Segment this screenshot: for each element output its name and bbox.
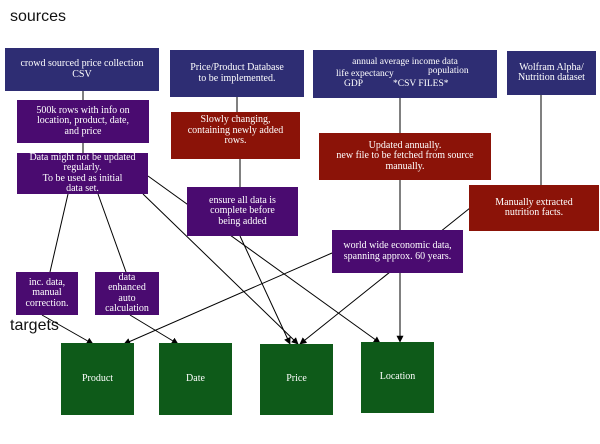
crowd-line-2: CSV bbox=[72, 68, 92, 80]
updated-line-2: new file to be fetched from source bbox=[336, 150, 474, 162]
edge-incdata-product bbox=[41, 314, 94, 345]
note-500k-rows: 500k rows with info on location, product… bbox=[17, 100, 149, 143]
target-product: Product bbox=[61, 343, 134, 415]
targets-heading: targets bbox=[10, 317, 59, 334]
source-crowd-sourced-price-collection: crowd sourced price collection CSV bbox=[5, 48, 159, 91]
note-world-wide-economic-data: world wide economic data, spanning appro… bbox=[332, 230, 463, 273]
updated-line-1: Updated annually. bbox=[368, 139, 442, 151]
income-population: population bbox=[428, 65, 469, 76]
incdata-line-2: manual bbox=[32, 287, 62, 299]
notupdated-line-4: data set. bbox=[66, 183, 99, 194]
notupdated-line-3: To be used as initial bbox=[42, 172, 123, 184]
enhanced-line-2: enhanced bbox=[108, 282, 146, 293]
pricedb-line-2: to be implemented. bbox=[198, 72, 276, 84]
process-slowly-changing: Slowly changing, containing newly added … bbox=[171, 112, 300, 159]
slowly-line-2: containing newly added bbox=[187, 124, 284, 136]
ensure-line-2: complete before bbox=[210, 205, 275, 217]
income-line-2: life expectancy population bbox=[330, 65, 480, 80]
enhanced-line-1: data bbox=[118, 271, 136, 283]
target-product-label: Product bbox=[81, 372, 114, 384]
rows500k-line-3: and price bbox=[64, 125, 102, 137]
ensure-line-1: ensure all data is bbox=[209, 194, 276, 206]
note-ensure-all-data-complete: ensure all data is complete before being… bbox=[187, 187, 298, 236]
target-date-label: Date bbox=[186, 372, 205, 384]
income-csv-files: *CSV FILES* bbox=[393, 78, 449, 89]
updated-line-3: manually. bbox=[385, 160, 425, 172]
notupdated-line-2: regularly. bbox=[63, 162, 102, 173]
target-price: Price bbox=[260, 344, 333, 415]
slowly-line-3: rows. bbox=[224, 135, 247, 146]
slowly-line-1: Slowly changing, bbox=[200, 114, 271, 125]
rows500k-line-2: location, product, date, bbox=[37, 115, 129, 127]
income-gdp: GDP bbox=[344, 78, 364, 89]
enhanced-line-4: calculation bbox=[105, 303, 149, 314]
process-updated-annually: Updated annually. new file to be fetched… bbox=[319, 133, 491, 180]
note-data-enhanced-auto-calculation: data enhanced auto calculation bbox=[95, 272, 159, 315]
wolfram-line-1: Wolfram Alpha/ bbox=[519, 61, 584, 73]
source-wolfram-alpha: Wolfram Alpha/ Nutrition dataset bbox=[507, 51, 596, 95]
incdata-line-3: correction. bbox=[25, 297, 69, 309]
edge-notupdated-location bbox=[147, 175, 381, 344]
worldwide-line-1: world wide economic data, bbox=[343, 240, 452, 251]
manual-line-2: nutrition facts. bbox=[504, 207, 564, 218]
crowd-line-1: crowd sourced price collection bbox=[20, 58, 144, 69]
edge-worldwide-product bbox=[123, 252, 333, 345]
wolfram-line-2: Nutrition dataset bbox=[518, 72, 585, 83]
edge-notupdated-enhanced bbox=[97, 193, 127, 273]
target-date: Date bbox=[159, 343, 232, 415]
ensure-line-3: being added bbox=[218, 215, 267, 227]
note-inc-data-manual-correction: inc. data, manual correction. bbox=[16, 272, 78, 315]
incdata-line-1: inc. data, bbox=[28, 276, 66, 288]
process-manually-extracted-nutrition: Manually extracted nutrition facts. bbox=[469, 185, 599, 231]
note-data-might-not-be-updated: Data might not be updated regularly. To … bbox=[17, 151, 148, 194]
income-line-3: GDP *CSV FILES* bbox=[330, 78, 480, 90]
edge-manual-price bbox=[299, 207, 471, 345]
target-price-label: Price bbox=[286, 373, 307, 385]
source-price-product-database: Price/Product Database to be implemented… bbox=[170, 50, 304, 97]
target-location-label: Location bbox=[379, 371, 416, 383]
target-location: Location bbox=[361, 342, 434, 413]
edge-notupdated-incdata bbox=[49, 193, 69, 273]
pricedb-line-1: Price/Product Database bbox=[190, 62, 284, 73]
source-annual-income-data: annual average income data life expectan… bbox=[313, 50, 497, 98]
income-line-1: annual average income data bbox=[352, 57, 458, 68]
edge-ensure-price bbox=[239, 235, 291, 345]
notupdated-line-1: Data might not be updated bbox=[29, 151, 136, 163]
rows500k-line-1: 500k rows with info on bbox=[36, 104, 130, 116]
enhanced-line-3: auto bbox=[118, 292, 136, 304]
edge-notupdated-price bbox=[142, 193, 299, 345]
worldwide-line-2: spanning approx. 60 years. bbox=[343, 250, 452, 262]
manual-line-1: Manually extracted bbox=[495, 196, 573, 208]
sources-heading: sources bbox=[10, 8, 67, 25]
income-life-expectancy: life expectancy bbox=[336, 68, 394, 79]
edge-enhanced-date bbox=[129, 314, 179, 345]
